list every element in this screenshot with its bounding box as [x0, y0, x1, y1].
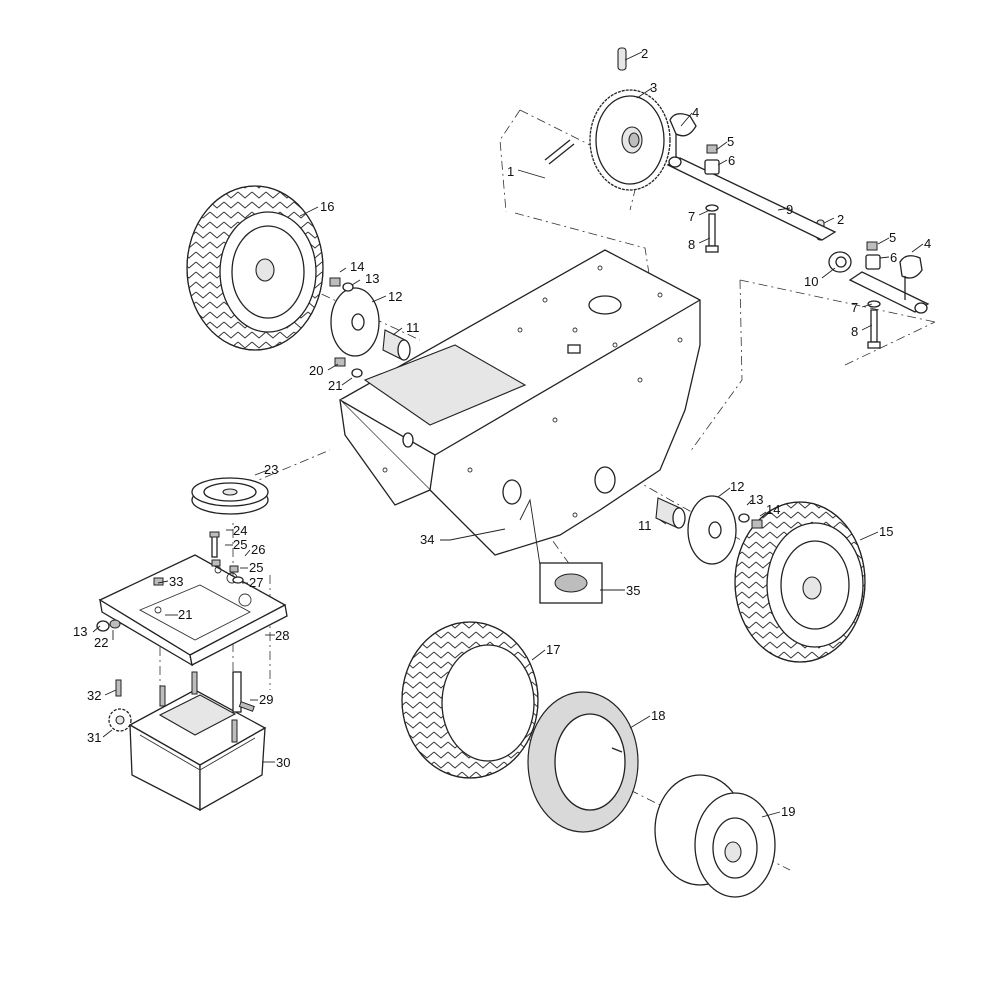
callout-labels: 1 2 2 3 4 4 5 5 6 6 7 7 8 8 9 10 11 11 1… — [73, 46, 931, 819]
mounting-plate — [98, 554, 288, 667]
bolt-right — [867, 300, 881, 349]
fastener-right — [738, 513, 763, 529]
callout-6: 6 — [890, 250, 897, 265]
bushing-right — [655, 497, 686, 529]
grease-fitting-left — [704, 144, 720, 175]
callout-13: 13 — [749, 492, 763, 507]
callout-4: 4 — [924, 236, 931, 251]
decal-box — [539, 562, 603, 604]
fastener-26-27 — [229, 565, 244, 584]
grease-fitting-right — [865, 241, 881, 270]
callout-16: 16 — [320, 199, 334, 214]
callout-4: 4 — [692, 105, 699, 120]
callout-22: 22 — [94, 635, 108, 650]
axle-shaft — [666, 156, 930, 314]
bolt-left — [705, 204, 719, 253]
callout-21: 21 — [178, 607, 192, 622]
lynch-pin-left — [669, 113, 697, 158]
callout-30: 30 — [276, 755, 290, 770]
callout-10: 10 — [804, 274, 818, 289]
callout-14: 14 — [766, 502, 780, 517]
callout-13: 13 — [365, 271, 379, 286]
callout-23: 23 — [264, 462, 278, 477]
callout-6: 6 — [728, 153, 735, 168]
leader-lines — [92, 51, 924, 818]
hub-plate-left — [330, 287, 380, 357]
fastener-13-22 — [96, 619, 121, 632]
inner-tube — [527, 691, 639, 833]
callout-3: 3 — [650, 80, 657, 95]
wheel-rear-left — [186, 185, 324, 351]
callout-21: 21 — [328, 378, 342, 393]
callout-13: 13 — [73, 624, 87, 639]
callout-17: 17 — [546, 642, 560, 657]
callout-26: 26 — [251, 542, 265, 557]
callout-18: 18 — [651, 708, 665, 723]
callout-31: 31 — [87, 730, 101, 745]
hub-plate-right — [687, 495, 737, 565]
pin-32 — [115, 679, 122, 697]
callout-8: 8 — [851, 324, 858, 339]
key-29 — [238, 701, 255, 712]
gearbox — [128, 671, 267, 812]
pulley — [191, 477, 269, 515]
callout-12: 12 — [730, 479, 744, 494]
callout-20: 20 — [309, 363, 323, 378]
callout-24: 24 — [233, 523, 247, 538]
callout-11: 11 — [406, 320, 420, 335]
drive-sprocket-31 — [108, 708, 132, 732]
tire — [401, 621, 539, 779]
callout-7: 7 — [688, 209, 695, 224]
callout-25: 25 — [233, 537, 247, 552]
callout-9: 9 — [786, 202, 793, 217]
callout-5: 5 — [889, 230, 896, 245]
callout-19: 19 — [781, 804, 795, 819]
callout-32: 32 — [87, 688, 101, 703]
sprocket — [589, 89, 671, 191]
callout-2: 2 — [641, 46, 648, 61]
wheel-rear-right — [734, 501, 866, 663]
fastener-left-bottom — [334, 357, 363, 378]
callout-8: 8 — [688, 237, 695, 252]
callout-14: 14 — [350, 259, 364, 274]
callout-34: 34 — [420, 532, 434, 547]
fastener-left-top — [329, 277, 354, 292]
callout-27: 27 — [249, 575, 263, 590]
callout-25: 25 — [249, 560, 263, 575]
callout-11: 11 — [638, 518, 652, 533]
callout-12: 12 — [388, 289, 402, 304]
axle-washer — [828, 251, 852, 273]
callout-29: 29 — [259, 692, 273, 707]
callout-7: 7 — [851, 300, 858, 315]
callout-2: 2 — [837, 212, 844, 227]
callout-28: 28 — [275, 628, 289, 643]
callout-33: 33 — [169, 574, 183, 589]
frame-chassis — [338, 249, 701, 556]
roll-pin-top — [617, 47, 627, 71]
nut-25 — [211, 559, 221, 567]
bolt-24 — [209, 531, 220, 558]
callout-5: 5 — [727, 134, 734, 149]
drive-chain — [544, 139, 575, 165]
wheel-rim — [654, 774, 776, 898]
lynch-pin-right — [899, 255, 923, 300]
callout-15: 15 — [879, 524, 893, 539]
callout-1: 1 — [507, 164, 514, 179]
fastener-33 — [153, 577, 164, 586]
callout-35: 35 — [626, 583, 640, 598]
bushing-left — [382, 329, 411, 361]
